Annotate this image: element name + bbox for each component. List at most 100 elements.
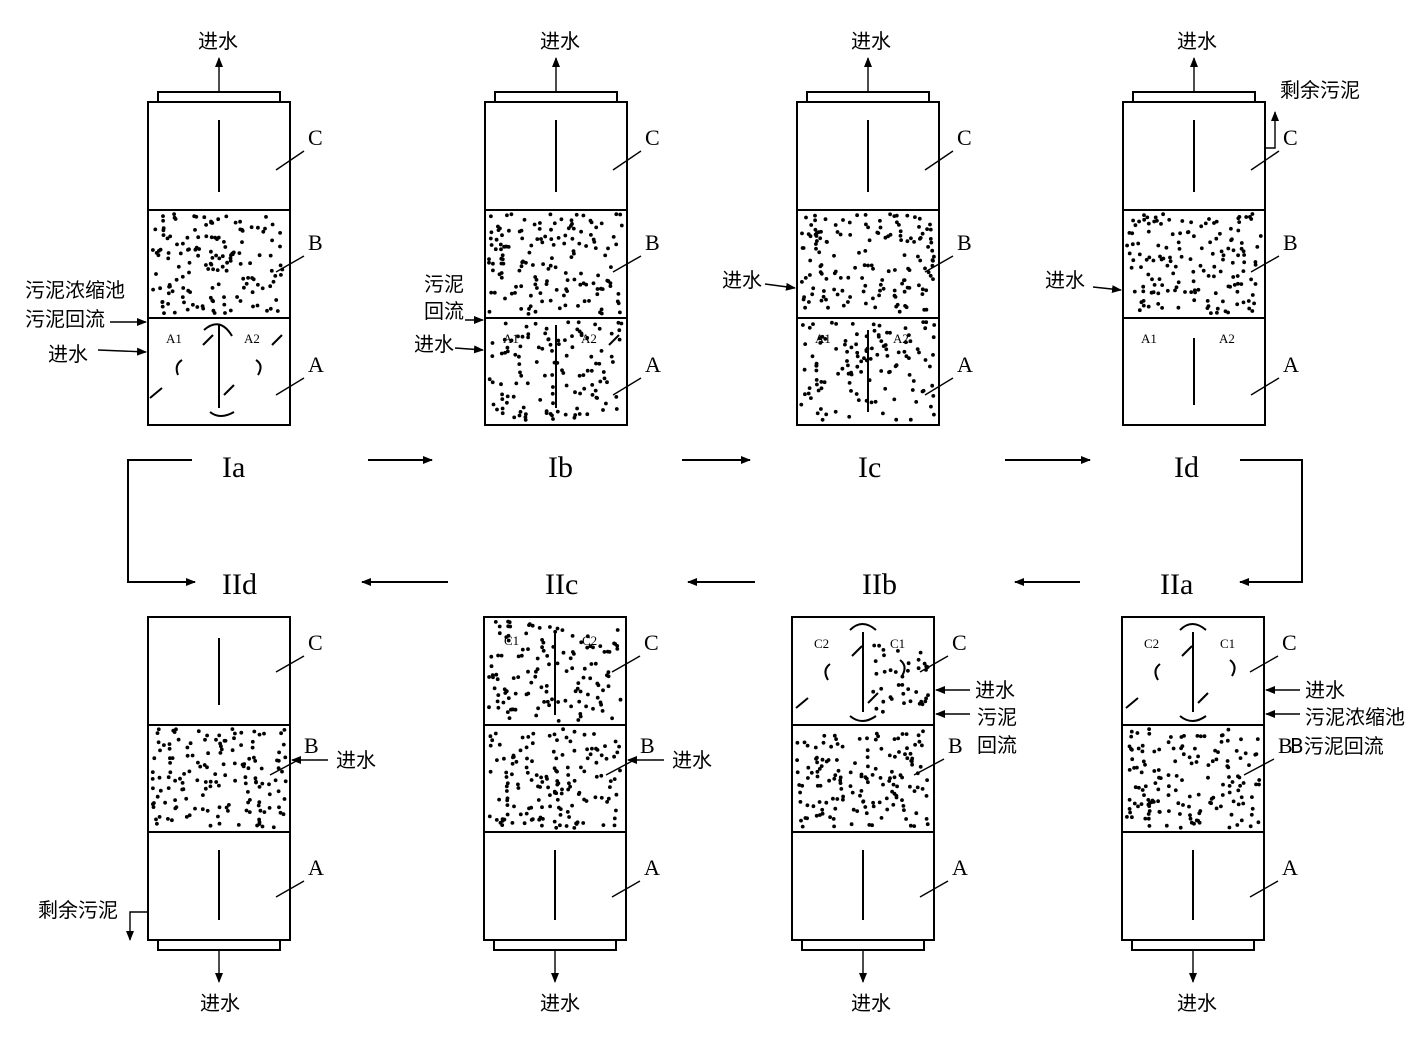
excess-sludge-arrow — [1265, 111, 1279, 149]
diffuser — [1197, 692, 1209, 704]
annotations: 进水 进水 进水 进水 剩余污泥 污泥浓缩池 污泥回流 进水 污泥 回流 进水 … — [25, 29, 1405, 1015]
a1-label: A1 — [1141, 331, 1157, 346]
swirl — [824, 663, 831, 681]
circulation-arrow — [1179, 715, 1207, 722]
zone-b-label-leader — [1250, 255, 1280, 273]
zone-a-label-leader — [924, 377, 954, 396]
media-b — [151, 212, 285, 315]
zone-b-label-leader — [275, 255, 305, 273]
zone-c-label-leader — [611, 655, 641, 673]
zone-a-label: A — [952, 855, 968, 880]
water-in-side-label-ia: 进水 — [48, 342, 88, 366]
water-in-side-label-ib: 进水 — [414, 332, 454, 356]
bottom-cap — [1131, 939, 1255, 951]
a1-label: A1 — [503, 331, 519, 346]
zone-b-label-leader — [612, 255, 642, 273]
stage-flow-arrows — [127, 456, 1303, 586]
zone-a-label-leader — [612, 377, 642, 396]
water-in-side-label-id: 进水 — [1045, 268, 1085, 292]
zone-b-label-leader — [924, 255, 954, 273]
top-cap — [157, 91, 281, 103]
zone-b-label: B — [640, 733, 655, 758]
stage-label-iib: IIb — [862, 568, 897, 601]
water-in-label-ia: 进水 — [198, 29, 238, 53]
zone-b-label: B — [1283, 230, 1298, 255]
swirl — [175, 359, 183, 376]
swirl — [255, 359, 262, 376]
zone-c-label: C — [957, 125, 972, 150]
zone-c-label: C — [645, 125, 660, 150]
zone-b-label-leader — [605, 758, 637, 776]
circulation-arrow — [209, 411, 235, 417]
zone-b-label: B — [948, 733, 963, 758]
zone-b-label: B — [308, 230, 323, 255]
circulation-arrow — [203, 323, 233, 337]
swirl — [899, 659, 906, 677]
zone-a-label: A — [1283, 352, 1299, 377]
media-b — [487, 727, 622, 830]
zone-c-label: C — [1283, 125, 1298, 150]
zone-c-label-leader — [612, 150, 642, 171]
zone-a-label-leader — [1250, 377, 1280, 396]
sludge-label-ib: 污泥 — [424, 272, 464, 296]
water-out-label-iid: 进水 — [200, 991, 240, 1015]
water-in-side-label-iic: 进水 — [672, 748, 712, 772]
stage-label-iic: IIc — [545, 568, 578, 601]
sludge-return-label-ia: 污泥回流 — [25, 307, 105, 331]
return-label-iib: 回流 — [977, 733, 1017, 757]
media-b — [1125, 212, 1263, 315]
water-in-label-ic: 进水 — [851, 29, 891, 53]
stage-label-ib: Ib — [548, 451, 573, 484]
zone-b-label: B — [957, 230, 972, 255]
zone-a-label: A — [1282, 855, 1298, 880]
water-in-side-label-iia: 进水 — [1305, 678, 1345, 702]
c2-label: C2 — [582, 633, 597, 648]
stage-label-ia: Ia — [222, 451, 245, 484]
top-cap — [1132, 91, 1256, 103]
water-in-arrow — [97, 347, 147, 356]
zone-a-label-leader — [275, 377, 305, 396]
zone-c-label-leader — [924, 150, 954, 171]
stage-label-ic: Ic — [858, 451, 881, 484]
zone-a-label: A — [645, 352, 661, 377]
diffuser — [795, 697, 809, 709]
stage-label-iia: IIa — [1160, 568, 1193, 601]
excess-sludge-arrow — [126, 911, 148, 941]
zone-c-label-leader — [1249, 655, 1279, 673]
thickener-label-ia: 污泥浓缩池 — [25, 278, 125, 302]
diffuser — [1181, 645, 1193, 657]
media-b — [800, 212, 936, 314]
zone-a-label-leader — [1249, 880, 1279, 898]
water-in-label-ib: 进水 — [540, 29, 580, 53]
diffuser — [271, 334, 283, 346]
a1-label: A1 — [166, 331, 182, 346]
circulation-arrow — [849, 715, 877, 722]
water-in-label-id: 进水 — [1177, 29, 1217, 53]
zone-c-label: C — [644, 630, 659, 655]
circulation-arrow — [849, 623, 877, 631]
reactor-iid: CBA — [126, 616, 328, 983]
zone-b-label: B — [645, 230, 660, 255]
zone-c-label-leader — [275, 655, 305, 673]
water-out-label-iia: 进水 — [1177, 991, 1217, 1015]
c2-label: C2 — [814, 636, 829, 651]
media-a — [487, 320, 624, 422]
zone-c-label: C — [1282, 630, 1297, 655]
sludge-label-iib: 污泥 — [977, 705, 1017, 729]
water-in-side-label-iib: 进水 — [975, 678, 1015, 702]
water-in-side-label-iid: 进水 — [336, 748, 376, 772]
bottom-cap — [801, 939, 925, 951]
top-cap — [494, 91, 618, 103]
c1-label: C1 — [504, 633, 519, 648]
media-c-partial — [871, 643, 930, 714]
top-cap — [806, 91, 930, 103]
diffuser — [149, 387, 163, 399]
a2-label: A2 — [1219, 331, 1235, 346]
diffuser — [608, 334, 620, 346]
c1-label: C1 — [1220, 636, 1235, 651]
